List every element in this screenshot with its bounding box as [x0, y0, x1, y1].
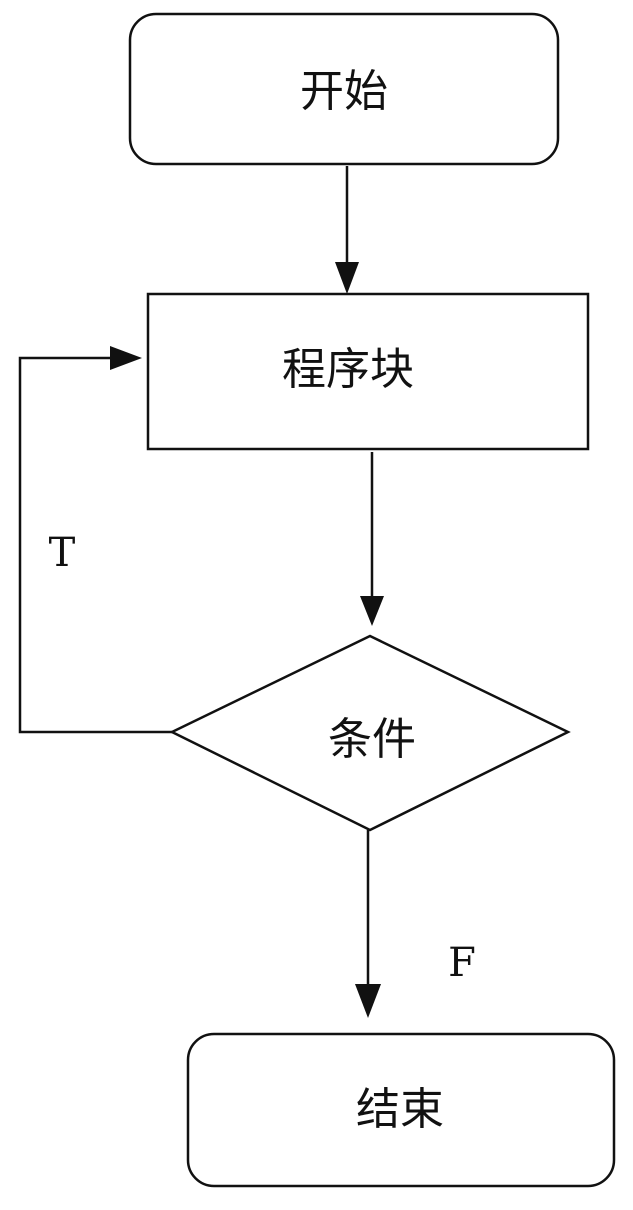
process-node-label: 程序块 [282, 344, 414, 395]
start-node-shape [128, 12, 560, 166]
edge-condition-to-process-true: T [18, 346, 172, 734]
process-node: 程序块 [146, 292, 590, 451]
start-node-label: 开始 [300, 66, 388, 117]
end-node-shape [186, 1032, 616, 1188]
arrowhead-start-to-process [335, 262, 359, 294]
end-node-label: 结束 [356, 1084, 444, 1135]
edge-start-to-process [335, 166, 359, 294]
start-node: 开始 [128, 12, 560, 166]
arrowhead-condition-to-end [355, 984, 381, 1018]
condition-node: 条件 [169, 634, 571, 832]
edge-label-false: F [448, 940, 476, 986]
condition-node-shape [169, 634, 571, 832]
condition-node-label: 条件 [328, 714, 416, 765]
end-node: 结束 [186, 1032, 616, 1188]
arrowhead-process-to-condition [360, 596, 384, 626]
arrowhead-loop-to-process [110, 346, 142, 370]
process-node-shape [146, 292, 590, 451]
edge-condition-to-end-false: F [355, 830, 476, 1018]
edge-process-to-condition [360, 452, 384, 626]
edge-label-true: T [49, 530, 76, 576]
